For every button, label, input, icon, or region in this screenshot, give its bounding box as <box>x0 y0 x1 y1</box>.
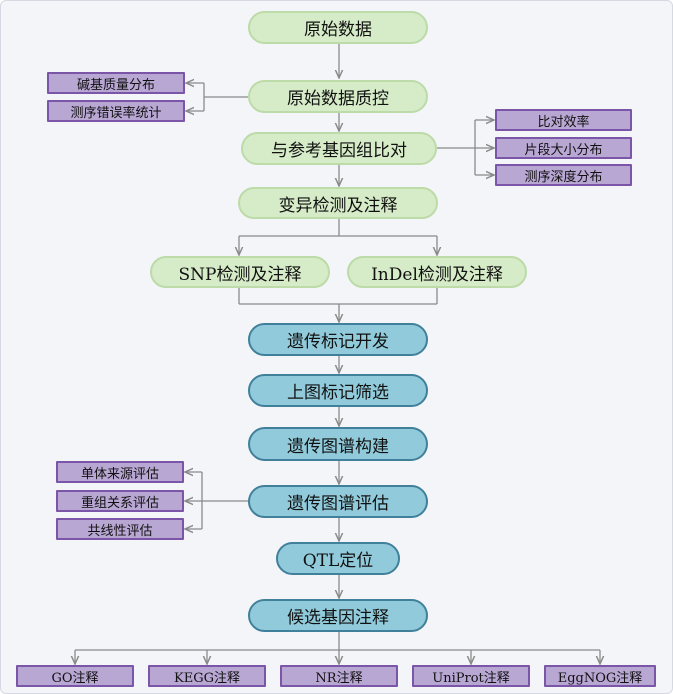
align-output-depth: 测序深度分布 <box>495 164 632 186</box>
step-raw-data: 原始数据 <box>248 11 428 44</box>
step-variant-detection: 变异检测及注释 <box>238 187 438 219</box>
eval-output-recombination: 重组关系评估 <box>56 490 184 512</box>
step-map-construction: 遗传图谱构建 <box>248 427 428 461</box>
annotation-uniprot: UniProt注释 <box>412 665 530 687</box>
step-raw-qc: 原始数据质控 <box>248 80 428 113</box>
step-snp-detection: SNP检测及注释 <box>150 256 330 288</box>
align-output-fragment-size: 片段大小分布 <box>495 137 632 159</box>
step-marker-screening: 上图标记筛选 <box>248 374 428 407</box>
step-indel-detection: InDel检测及注释 <box>347 256 527 288</box>
qc-output-base-quality: 碱基质量分布 <box>47 72 185 94</box>
step-marker-development: 遗传标记开发 <box>248 323 428 356</box>
annotation-nr: NR注释 <box>280 665 398 687</box>
annotation-go: GO注释 <box>16 665 134 687</box>
step-map-evaluation: 遗传图谱评估 <box>248 485 428 518</box>
qc-output-error-rate: 测序错误率统计 <box>47 100 185 122</box>
eval-output-collinearity: 共线性评估 <box>56 518 184 540</box>
annotation-eggnog: EggNOG注释 <box>544 665 656 687</box>
step-candidate-annotation: 候选基因注释 <box>248 599 428 632</box>
eval-output-haplotype: 单体来源评估 <box>56 461 184 483</box>
annotation-kegg: KEGG注释 <box>148 665 266 687</box>
align-output-efficiency: 比对效率 <box>495 109 632 131</box>
step-reference-alignment: 与参考基因组比对 <box>241 132 437 165</box>
step-qtl-mapping: QTL定位 <box>276 542 400 575</box>
